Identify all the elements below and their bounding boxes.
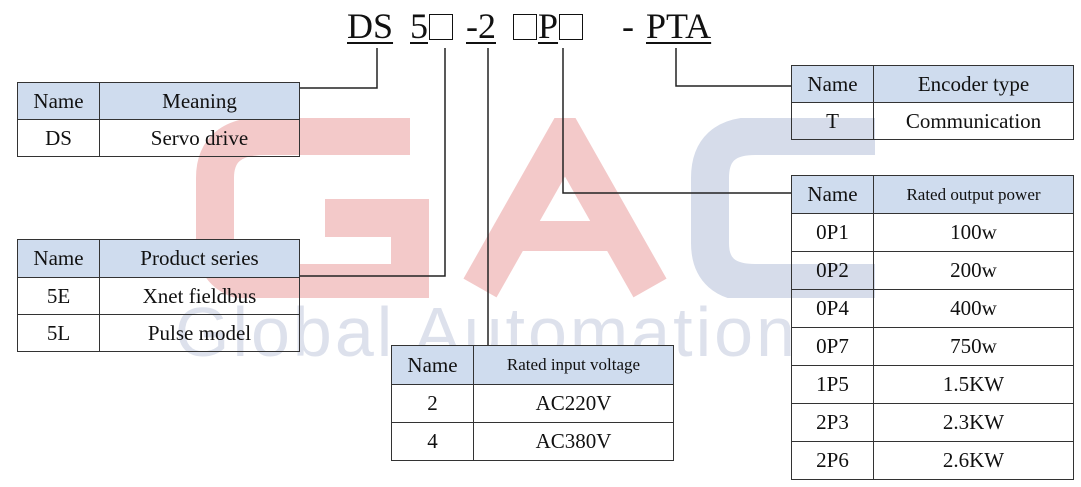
name-cell: 2 [391,384,474,423]
name-cell: DS [17,119,100,157]
header-cell: Name [391,345,474,385]
table-row: 4 AC380V [391,422,674,461]
name-cell: T [791,102,874,140]
code-power: P [512,4,584,48]
header-cell: Rated output power [873,175,1074,214]
output-power-table: Name Rated output power 0P1 100w 0P2 200… [791,175,1074,480]
value-cell: Pulse model [99,314,300,352]
table-row: 2P3 2.3KW [791,403,1074,442]
value-cell: Servo drive [99,119,300,157]
connector-power [562,48,791,194]
meaning-table: Name Meaning DS Servo drive [17,82,300,157]
code-placeholder-box [559,14,584,40]
product-series-table: Name Product series 5E Xnet fieldbus 5L … [17,239,300,352]
table-header-row: Name Encoder type [791,65,1074,103]
value-cell: Communication [873,102,1074,140]
table-row: 0P4 400w [791,289,1074,328]
table-row: 5L Pulse model [17,314,300,352]
value-cell: 400w [873,289,1074,328]
name-cell: 0P2 [791,251,874,290]
table-row: 1P5 1.5KW [791,365,1074,404]
connector-encoder [675,48,791,87]
header-cell: Name [17,82,100,120]
table-row: 0P1 100w [791,213,1074,252]
input-voltage-table: Name Rated input voltage 2 AC220V 4 AC38… [391,345,674,461]
name-cell: 4 [391,422,474,461]
value-cell: 100w [873,213,1074,252]
code-prefix: DS [347,6,394,46]
header-cell: Meaning [99,82,300,120]
value-cell: 1.5KW [873,365,1074,404]
code-placeholder-box [429,14,453,40]
name-cell: 2P6 [791,441,874,480]
code-series-digit: 5 [410,6,428,46]
table-row: DS Servo drive [17,119,300,157]
name-cell: 0P1 [791,213,874,252]
value-cell: 200w [873,251,1074,290]
encoder-type-table: Name Encoder type T Communication [791,65,1074,140]
table-row: 0P2 200w [791,251,1074,290]
header-cell: Product series [99,239,300,278]
value-cell: AC380V [473,422,674,461]
name-cell: 5L [17,314,100,352]
code-power-letter: P [538,6,559,46]
code-placeholder-box [513,14,537,40]
table-row: 2P6 2.6KW [791,441,1074,480]
header-cell: Name [17,239,100,278]
code-series: 5 [410,4,454,48]
table-row: 5E Xnet fieldbus [17,277,300,315]
name-cell: 0P4 [791,289,874,328]
table-row: 0P7 750w [791,327,1074,366]
table-header-row: Name Meaning [17,82,300,120]
header-cell: Name [791,175,874,214]
name-cell: 0P7 [791,327,874,366]
connector-series [299,48,446,277]
header-cell: Encoder type [873,65,1074,103]
connector-meaning [299,48,378,89]
code-voltage: -2 [466,6,496,46]
table-row: T Communication [791,102,1074,140]
table-header-row: Name Rated input voltage [391,345,674,385]
name-cell: 1P5 [791,365,874,404]
table-row: 2 AC220V [391,384,674,423]
value-cell: Xnet fieldbus [99,277,300,315]
table-header-row: Name Product series [17,239,300,278]
value-cell: 750w [873,327,1074,366]
header-cell: Name [791,65,874,103]
code-separator: - [622,6,634,46]
name-cell: 2P3 [791,403,874,442]
code-encoder: PTA [646,6,712,46]
value-cell: 2.6KW [873,441,1074,480]
header-cell: Rated input voltage [473,345,674,385]
value-cell: AC220V [473,384,674,423]
table-header-row: Name Rated output power [791,175,1074,214]
value-cell: 2.3KW [873,403,1074,442]
name-cell: 5E [17,277,100,315]
